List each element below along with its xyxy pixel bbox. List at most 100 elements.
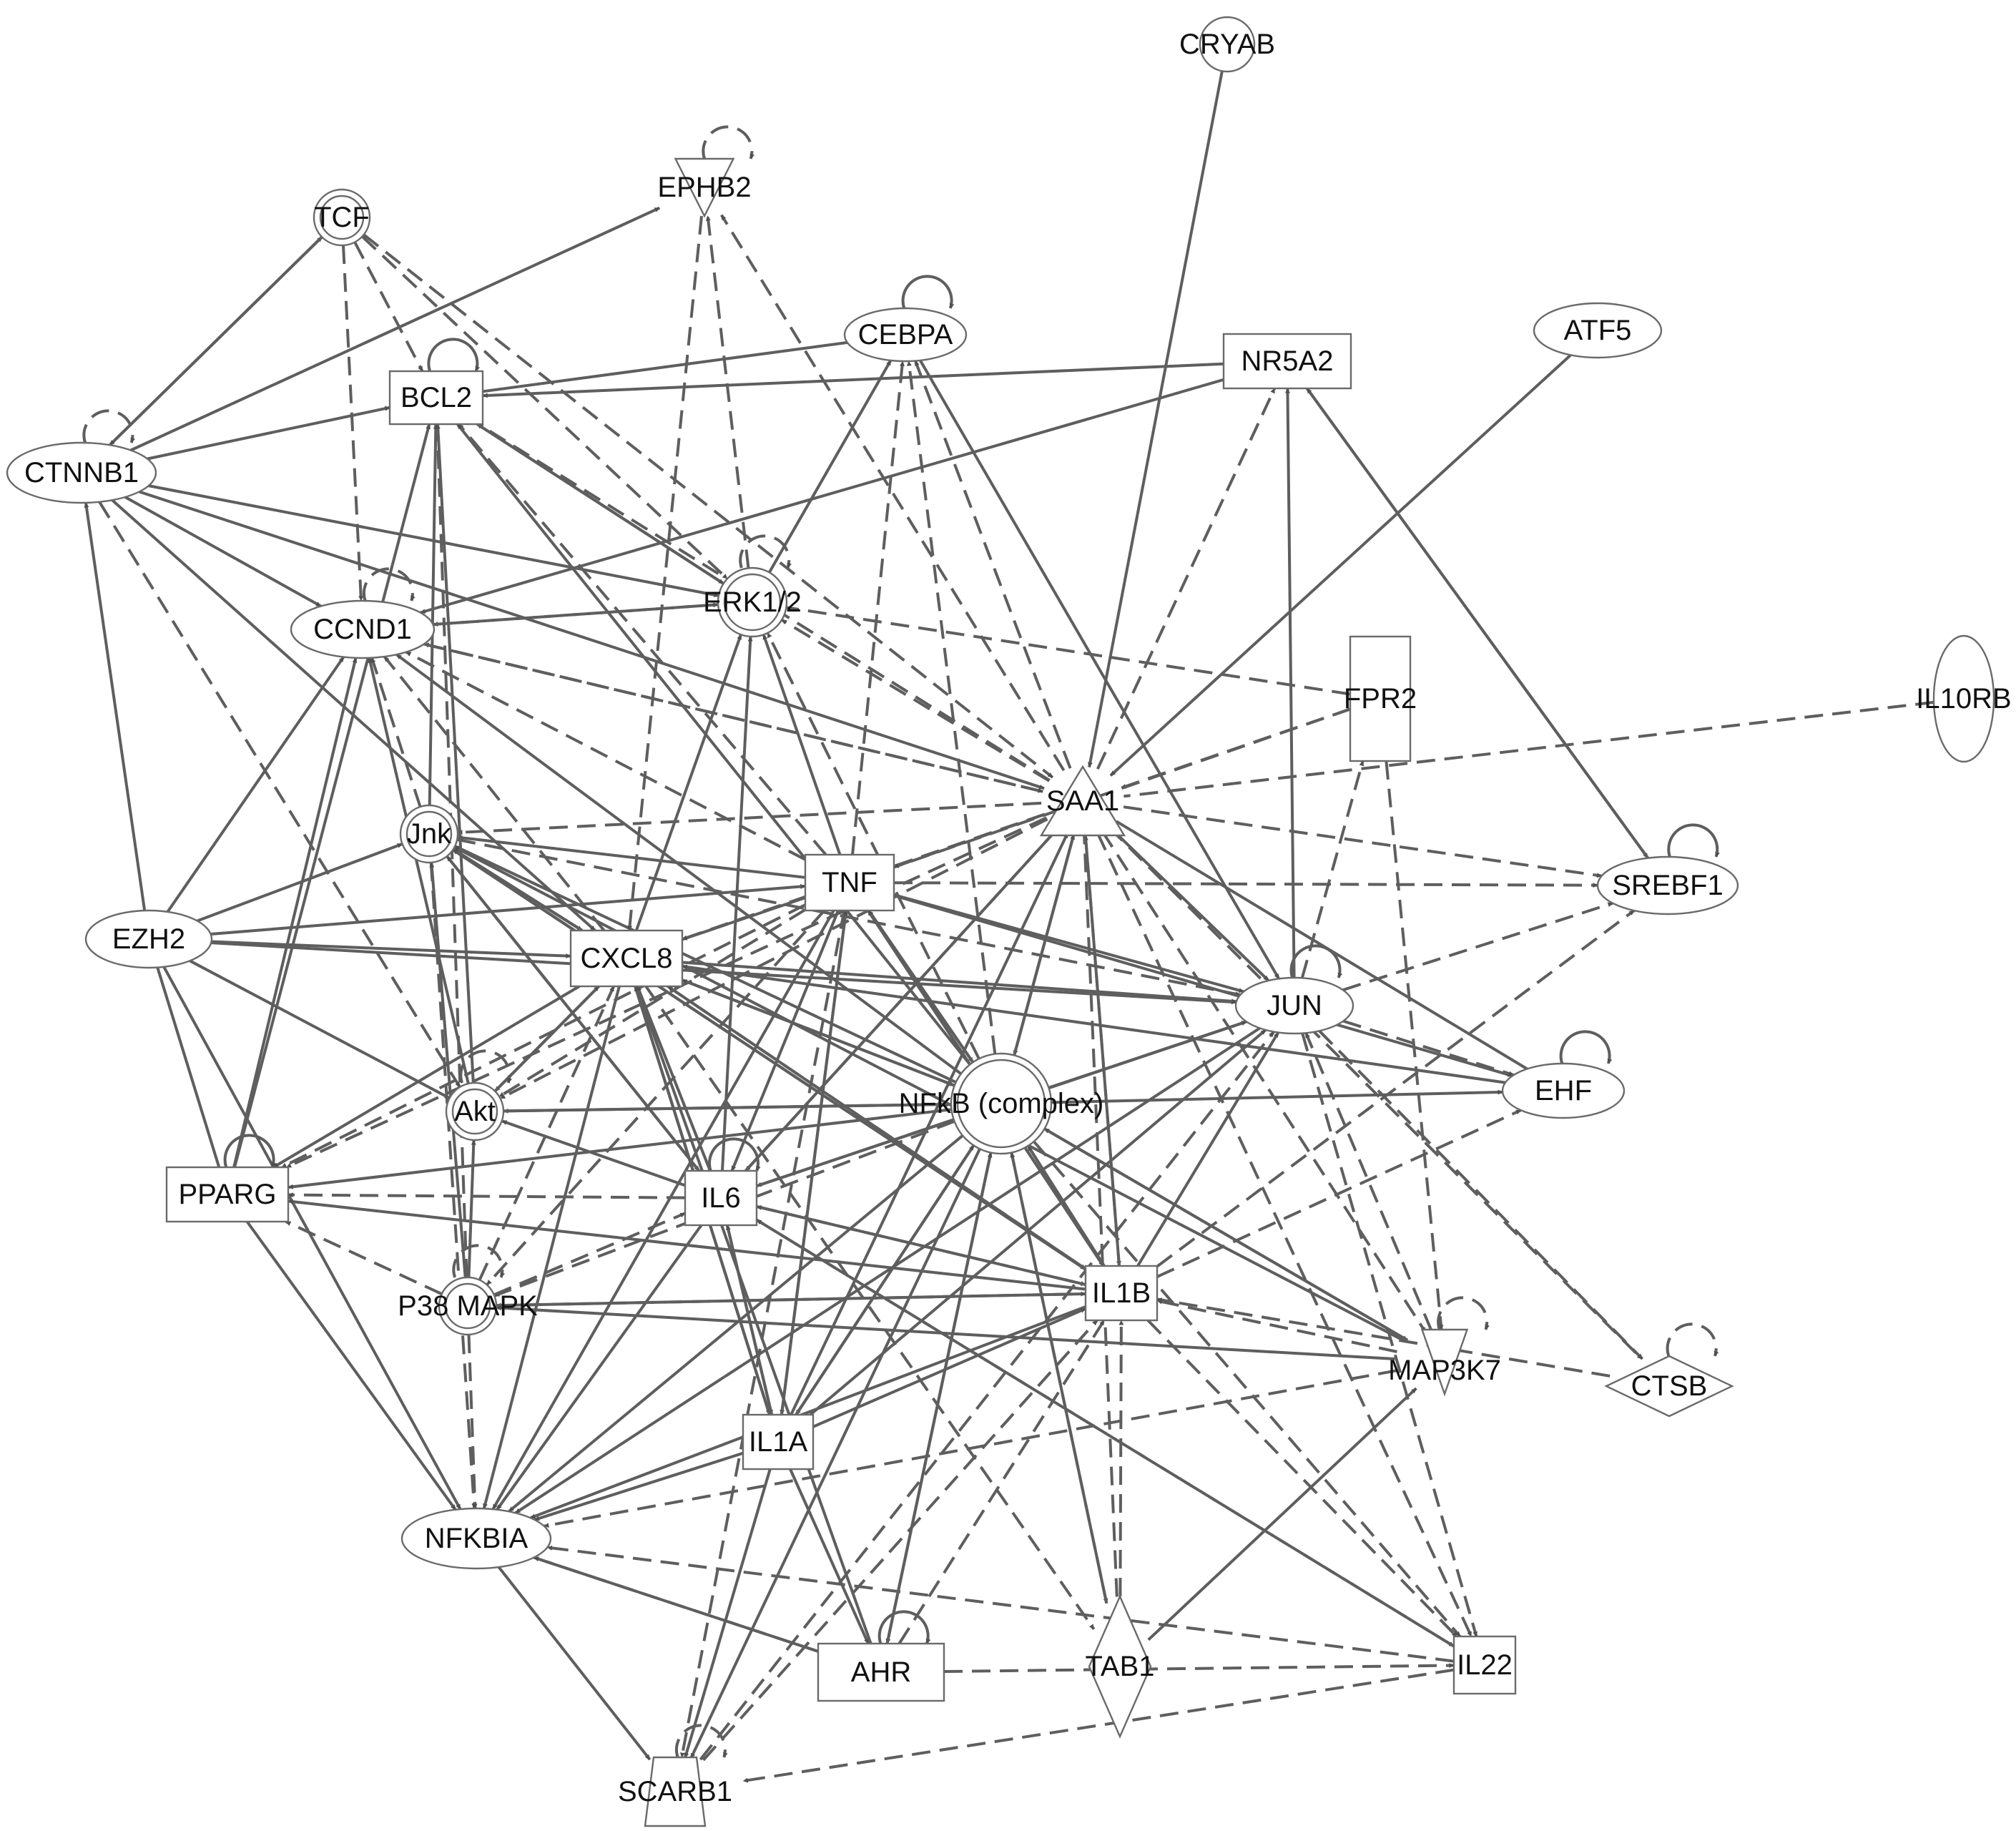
edge-cebpa-to-jun [919, 359, 1280, 980]
edge-il22-to-scarb1 [742, 1668, 1455, 1783]
node-il6[interactable]: IL6 [684, 1169, 758, 1227]
node-il1b[interactable]: IL1B [1084, 1265, 1159, 1322]
edge-ezh2-to-nfkbia [162, 966, 462, 1510]
edge-fpr2-to-erk12 [786, 605, 1351, 696]
node-label: CXCL8 [581, 943, 673, 974]
node-label: NFKBIA [425, 1523, 528, 1554]
edge-cxcl8-to-tab1 [644, 985, 1096, 1630]
node-label: MAP3K7 [1388, 1355, 1501, 1386]
node-label: SCARB1 [618, 1776, 732, 1807]
node-ezh2[interactable]: EZH2 [84, 909, 213, 969]
node-ephb2[interactable]: EPHB2 [657, 157, 752, 218]
node-jnk[interactable]: Jnk [399, 804, 459, 864]
node-saa1[interactable]: SAA1 [1039, 765, 1126, 837]
edge-nfkb-to-nfkbia [508, 1134, 964, 1513]
edge-tnf-to-erk12 [762, 634, 842, 855]
node-shape-triangle-up [1039, 765, 1126, 837]
edge-tnf-to-ccnd1 [405, 650, 806, 861]
edge-cebpa-to-bcl2 [482, 340, 848, 393]
node-pparg[interactable]: PPARG [165, 1166, 290, 1223]
edge-tnf-to-srebf1 [893, 881, 1598, 888]
edge-tnf-to-jnk [457, 835, 806, 879]
edge-ctnnb1-to-saa1 [139, 490, 1045, 790]
node-ccnd1[interactable]: CCND1 [290, 599, 436, 659]
node-ctsb[interactable]: CTSB [1604, 1355, 1734, 1418]
edge-cxcl8-to-pparg [272, 985, 581, 1169]
node-label: NR5A2 [1241, 345, 1334, 377]
edge-jun-to-nr5a2 [1284, 388, 1296, 978]
node-nfkb[interactable]: NFkB (complex) [899, 1052, 1104, 1155]
node-label: JUN [1267, 990, 1322, 1021]
node-nfkbia[interactable]: NFKBIA [400, 1507, 552, 1570]
self-loop-map3k7 [1437, 1296, 1490, 1330]
edge-il1b-to-pparg [287, 1199, 1086, 1291]
edge-nfkb-to-saa1 [1013, 834, 1076, 1056]
self-loop-srebf1 [1667, 823, 1720, 858]
edge-ahr-to-cxcl8 [635, 986, 872, 1644]
edge-saa1-to-ehf [1115, 820, 1528, 1071]
edge-p38mapk-to-jnk [429, 862, 467, 1278]
edge-p38mapk-to-akt [467, 1139, 476, 1278]
node-label: CEBPA [858, 319, 953, 350]
edge-tnf-to-ehf [893, 894, 1513, 1078]
edge-map3k7-to-jun [1304, 1032, 1433, 1332]
edge-il1a-to-nfkb [795, 1144, 975, 1416]
self-loops-layer [82, 125, 1720, 1758]
node-jun[interactable]: JUN [1234, 976, 1354, 1035]
node-p38mapk[interactable]: P38 MAPK [398, 1276, 538, 1336]
node-akt[interactable]: Akt [445, 1081, 505, 1142]
edge-ctnnb1-to-ephb2 [129, 206, 661, 452]
node-tcf[interactable]: TCF [313, 188, 371, 247]
node-cebpa[interactable]: CEBPA [843, 307, 968, 363]
node-cxcl8[interactable]: CXCL8 [569, 929, 684, 988]
node-srebf1[interactable]: SREBF1 [1596, 855, 1739, 916]
node-shape-circle [1199, 16, 1256, 73]
node-ctnnb1[interactable]: CTNNB1 [6, 441, 157, 504]
node-fpr2[interactable]: FPR2 [1344, 635, 1417, 762]
edge-jun-to-nfkbia [514, 1026, 1261, 1514]
edge-ccnd1-to-erk12 [433, 602, 719, 627]
node-bcl2[interactable]: BCL2 [388, 370, 484, 426]
node-tab1[interactable]: TAB1 [1085, 1594, 1155, 1739]
edge-saa1-to-cebpa [914, 360, 1072, 769]
node-erk12[interactable]: ERK1/2 [703, 566, 802, 638]
edge-map3k7-to-jnk [453, 845, 1407, 1343]
edge-nfkb-to-il22 [1033, 1140, 1462, 1638]
node-nr5a2[interactable]: NR5A2 [1222, 333, 1352, 390]
self-loop-ahr [877, 1610, 931, 1644]
edge-tnf-to-jun [893, 893, 1244, 993]
node-label: EPHB2 [657, 172, 751, 203]
edge-saa1-to-ephb2 [720, 214, 1066, 772]
edge-p38mapk-to-pparg [285, 1220, 443, 1296]
edge-cxcl8-to-jun [682, 961, 1237, 1004]
node-map3k7[interactable]: MAP3K7 [1388, 1328, 1501, 1397]
node-il22[interactable]: IL22 [1452, 1635, 1517, 1695]
edge-tnf-to-bcl2 [457, 423, 827, 856]
edge-ezh2-to-jnk [197, 843, 403, 923]
node-ahr[interactable]: AHR [817, 1642, 945, 1702]
node-shape-rectangle [817, 1642, 945, 1702]
node-scarb1[interactable]: SCARB1 [618, 1756, 732, 1827]
edge-erk12-to-ephb2 [705, 215, 750, 569]
node-tnf[interactable]: TNF [804, 853, 895, 912]
node-atf5[interactable]: ATF5 [1533, 302, 1663, 359]
edge-ezh2-to-akt [189, 959, 451, 1100]
edge-saa1-to-akt [499, 818, 1048, 1100]
node-il10rb[interactable]: IL10RB [1916, 634, 2012, 763]
node-shape-ellipse [290, 599, 436, 659]
edge-atf5-to-saa1 [1109, 353, 1572, 777]
edge-nfkb-to-scarb1 [689, 1148, 981, 1759]
node-il1a[interactable]: IL1A [742, 1413, 815, 1471]
edge-il1b-to-srebf1 [1156, 909, 1636, 1268]
node-label: IL22 [1457, 1649, 1513, 1681]
node-ehf[interactable]: EHF [1501, 1062, 1626, 1119]
edge-nfkb-to-cxcl8 [682, 978, 955, 1087]
edge-ahr-to-il1b [898, 1319, 1106, 1645]
node-cryab[interactable]: CRYAB [1179, 16, 1275, 73]
edge-nfkb-to-jnk [454, 845, 957, 1084]
edge-pparg-to-ccnd1 [232, 657, 358, 1168]
node-label: PPARG [178, 1179, 276, 1210]
node-label: IL1A [749, 1426, 808, 1458]
edge-il1b-to-il22 [1146, 1319, 1458, 1638]
edge-il1a-to-nfkbia [533, 1451, 744, 1521]
